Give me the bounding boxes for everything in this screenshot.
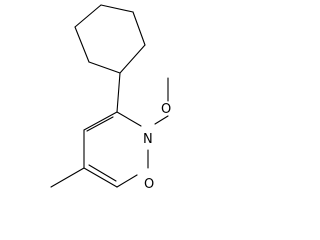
bond — [83, 167, 118, 188]
bond — [83, 111, 118, 131]
ring-nitrogen-label: N — [143, 132, 153, 147]
bond — [74, 4, 102, 28]
bond-n-o — [154, 115, 169, 125]
pyridinone-ring — [83, 111, 149, 188]
carbonyl-oxygen-label: O — [144, 177, 154, 192]
bond-double-inner — [88, 164, 117, 182]
chemical-structure: N O O — [50, 4, 171, 192]
bond — [132, 11, 146, 46]
bond — [116, 111, 142, 127]
bond — [74, 26, 90, 63]
methoxy-oxygen-label: O — [161, 102, 171, 117]
bond — [116, 174, 138, 188]
bond — [88, 61, 121, 74]
bond — [100, 4, 134, 13]
cyclohexyl-ring — [74, 4, 146, 74]
bond-cyclohexyl-link — [116, 72, 121, 113]
bond — [119, 44, 146, 74]
bond-methyl — [50, 167, 85, 188]
bond-double-inner — [86, 116, 114, 132]
